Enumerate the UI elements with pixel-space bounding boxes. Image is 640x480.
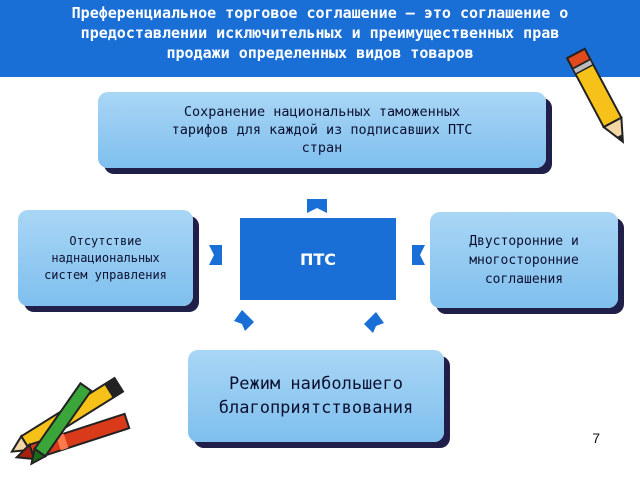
left-box-line-1: Отсутствие — [69, 233, 142, 248]
right-box-line-1: Двусторонние и — [469, 233, 579, 249]
right-box-line-2: многосторонние — [469, 252, 579, 268]
arrow-up-icon — [307, 199, 327, 213]
top-box-line-1: Сохранение национальных таможенных — [183, 104, 461, 120]
left-box: Отсутствие наднациональных систем управл… — [18, 210, 193, 306]
left-box-line-2: наднациональных — [51, 250, 160, 265]
arrow-down-left-icon — [234, 310, 254, 331]
right-box: Двусторонние и многосторонние соглашения — [430, 212, 618, 308]
arrow-right-icon — [412, 245, 425, 265]
crayons-clipart-icon — [10, 376, 131, 466]
top-box: Сохранение национальных таможенных тариф… — [98, 92, 546, 168]
bottom-box-line-2: благоприятствования — [218, 398, 414, 418]
bottom-box-line-1: Режим наибольшего — [229, 374, 403, 394]
left-box-line-3: систем управления — [44, 267, 167, 282]
arrow-down-right-icon — [364, 312, 384, 333]
page-number: 7 — [592, 430, 600, 446]
title-line-1: Преференциальное торговое соглашение – э… — [71, 4, 569, 22]
slide-title: Преференциальное торговое соглашение – э… — [0, 0, 640, 77]
right-box-line-3: соглашения — [484, 271, 564, 287]
top-box-line-2: тарифов для каждой из подписавших ПТС — [171, 122, 473, 138]
pencil-clipart-icon — [565, 47, 625, 144]
title-line-3: продажи определенных видов товаров — [166, 44, 474, 62]
center-box: ПТС — [240, 218, 396, 300]
center-label: ПТС — [299, 249, 337, 269]
bottom-box: Режим наибольшего благоприятствования — [188, 350, 444, 442]
title-line-2: предоставлении исключительных и преимуще… — [80, 24, 560, 42]
arrow-left-icon — [209, 245, 222, 265]
top-box-line-3: стран — [301, 140, 343, 156]
